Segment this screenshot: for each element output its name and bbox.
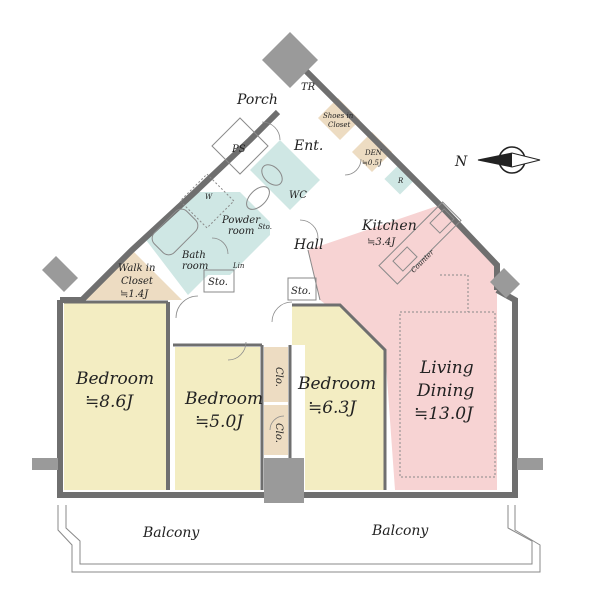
walkin-closet-label-1: Walk in [118, 263, 155, 274]
columns [32, 32, 543, 503]
washbasin [246, 186, 270, 210]
storage-1-box [203, 269, 235, 293]
sink [392, 246, 418, 272]
living-label: Living [419, 358, 474, 378]
column-left-low [32, 458, 58, 470]
bedroom-3-fill [292, 305, 385, 490]
entrance-label: Ent. [293, 138, 323, 154]
hall-label: Hall [293, 237, 324, 253]
porch-label: Porch [236, 92, 278, 108]
column-center [264, 458, 304, 503]
tr-label: TR [301, 82, 316, 93]
living-dining-fill [308, 205, 497, 490]
compass-north-label: N [454, 154, 468, 170]
living-size: ≒13.0J [414, 404, 474, 424]
column-left [42, 256, 78, 292]
kitchen-label: Kitchen [361, 218, 417, 234]
powder-room-label-2: room [228, 226, 254, 237]
column-right-low [517, 458, 543, 470]
wc-fill [250, 140, 320, 210]
bedroom-2-label: Bedroom [184, 389, 263, 409]
kitchen-size-label: ≒3.4J [367, 237, 396, 248]
washer-label: W [205, 193, 213, 201]
washer-space [179, 173, 235, 229]
bedroom-2-size: ≒5.0J [195, 412, 244, 432]
bedroom-3-label: Bedroom [297, 374, 376, 394]
fixtures [151, 117, 496, 478]
toilet [261, 164, 283, 186]
column-top [262, 32, 318, 88]
bath-powder-fill [146, 192, 270, 295]
walkin-closet-fill [82, 250, 182, 300]
storage-1-label: Sto. [208, 277, 228, 288]
small-storage-label: Sto. [258, 223, 272, 231]
den-fill [352, 132, 392, 172]
bedroom-3-size: ≒6.3J [308, 398, 357, 418]
living-rug [399, 311, 496, 478]
closet-2-fill [264, 405, 288, 455]
shoes-closet-label-2: Closet [328, 121, 351, 129]
kitchen-counter [378, 201, 462, 285]
den-label-2: ≒0.5J [362, 159, 383, 167]
powder-room-label-1: Powder [221, 215, 261, 226]
compass-needle-icon: N [454, 146, 541, 174]
room-fills [64, 98, 497, 490]
column-right [490, 268, 520, 298]
closet-1-fill [264, 347, 288, 402]
den-label-1: DEN [364, 149, 383, 157]
closet-2-label: Clo. [273, 423, 284, 443]
bedroom-1-label: Bedroom [75, 369, 154, 389]
bedroom-1-size: ≒8.6J [85, 392, 134, 412]
balcony-left-label: Balcony [142, 525, 200, 541]
closet-1-label: Clo. [273, 367, 284, 387]
stove [429, 208, 455, 234]
walkin-closet-label-3: ≒1.4J [120, 289, 149, 300]
storage-2-box [287, 277, 317, 301]
walls [57, 62, 518, 498]
ps-label: PS [231, 144, 246, 155]
bath-room-label-1: Bath [181, 250, 206, 261]
refrigerator-label: R [397, 177, 404, 185]
balcony [57, 505, 541, 573]
bath-room-label-2: room [182, 261, 208, 272]
bedroom-1-fill [64, 302, 168, 490]
ps-shaft [211, 117, 269, 175]
wc-label: WC [289, 190, 307, 201]
shoes-closet-fill [318, 98, 360, 140]
walkin-closet-label-2: Closet [121, 276, 154, 287]
dining-label: Dining [416, 381, 474, 401]
shoes-closet-label-1: Shoes in [323, 112, 354, 120]
bedroom-2-fill [175, 347, 260, 490]
lin-label: Lin [232, 262, 245, 270]
balcony-right-label: Balcony [371, 523, 429, 539]
bathtub [151, 208, 199, 256]
storage-2-label: Sto. [291, 286, 311, 297]
